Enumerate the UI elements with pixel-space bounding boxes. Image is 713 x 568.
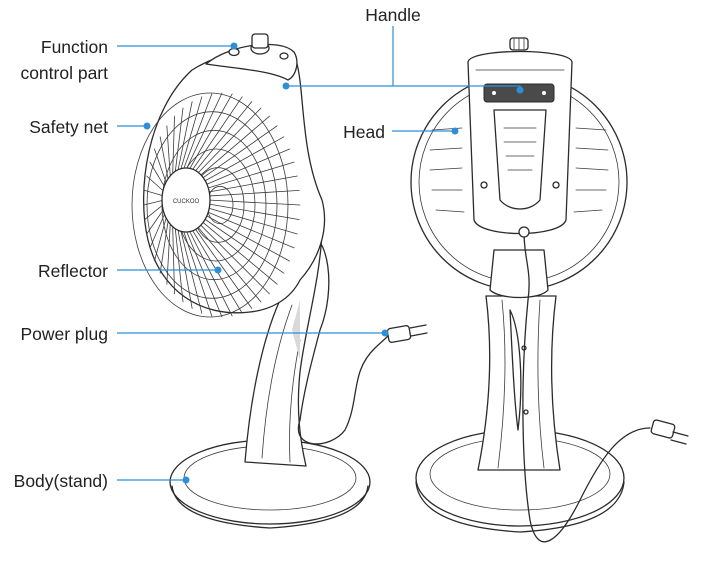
grill-spoke — [149, 161, 167, 189]
grill-spoke — [172, 223, 175, 295]
grill-spoke — [154, 148, 168, 186]
vent-slot — [429, 167, 463, 171]
grill-spoke — [177, 227, 193, 309]
grill-spoke — [188, 93, 233, 171]
grill-spoke — [203, 217, 285, 274]
power-plug-left — [386, 324, 428, 343]
label-safety-net: Safety net — [29, 117, 108, 137]
label-body-stand: Body(stand) — [14, 471, 108, 491]
callout-labels: Function control part Safety net Reflect… — [14, 5, 421, 491]
grill-spoke — [191, 96, 243, 172]
label-function-control-line1: Function — [41, 37, 108, 57]
vent-slot — [429, 147, 463, 151]
neck-mount — [489, 249, 549, 299]
grill-spoke — [207, 189, 300, 197]
grill-spoke — [201, 220, 278, 285]
grill-spoke — [196, 225, 262, 303]
top-knob-right — [509, 37, 529, 51]
head-vent-slots — [429, 127, 609, 213]
brand-logo: CUCKOO — [173, 199, 200, 205]
grill-spoke — [182, 93, 213, 171]
grill-spoke — [205, 161, 295, 189]
label-function-control-line2: control part — [20, 63, 108, 83]
grill-spoke — [194, 101, 253, 173]
grill-spoke — [204, 148, 290, 186]
grill-spoke — [146, 175, 166, 193]
body-column-right — [477, 295, 561, 471]
label-reflector: Reflector — [38, 261, 108, 281]
handle-panel — [467, 50, 573, 235]
vent-slot — [575, 167, 609, 171]
label-power-plug: Power plug — [20, 324, 108, 344]
grill-spoke — [182, 229, 213, 317]
grill-spoke — [159, 136, 169, 183]
grill-ring — [146, 111, 278, 299]
grill-spoke — [144, 203, 165, 221]
grill-spoke — [174, 107, 184, 175]
power-plug-right — [650, 419, 689, 445]
body-column-left — [244, 231, 323, 467]
grill-spoke — [198, 115, 270, 177]
grill-spoke — [144, 189, 165, 197]
grill-spoke — [166, 125, 171, 180]
stand-base-left — [169, 439, 371, 529]
grill-spoke — [204, 214, 290, 262]
grill-spoke — [154, 214, 168, 262]
grill-spoke — [159, 217, 169, 274]
grill-spoke — [201, 125, 278, 180]
grill-spoke — [185, 229, 223, 318]
vent-slot — [575, 127, 607, 131]
label-head: Head — [343, 122, 385, 142]
grill-spoke — [177, 101, 193, 173]
grill-spoke — [206, 175, 298, 193]
grill-spoke — [149, 211, 167, 249]
grill-spoke — [179, 96, 203, 172]
grill-spoke — [206, 207, 298, 235]
grill-spoke — [166, 220, 171, 285]
grill-spoke — [207, 203, 300, 221]
grill-spoke — [196, 107, 262, 175]
grill-spoke — [185, 92, 223, 171]
grill-spoke — [188, 229, 233, 317]
grill-spoke — [143, 199, 165, 206]
power-cord-right — [522, 231, 651, 543]
grill-spoke — [198, 223, 270, 295]
grill-hub: CUCKOO — [161, 167, 211, 233]
safety-net-grill — [131, 92, 301, 318]
label-handle: Handle — [365, 5, 420, 25]
grill-spoke — [203, 136, 285, 183]
grill-spoke — [146, 207, 166, 235]
grill-spoke — [205, 211, 295, 249]
heater-side-view: CUCKOO — [131, 33, 428, 529]
vent-slot — [575, 147, 609, 151]
vent-slot — [435, 209, 465, 213]
power-cord-left — [297, 335, 389, 445]
heater-back-view — [410, 37, 689, 543]
grill-spoke — [172, 115, 175, 177]
grill-spoke — [179, 228, 203, 314]
grill-ring — [131, 92, 289, 318]
control-knobs — [228, 33, 289, 60]
grill-spoke — [207, 199, 301, 206]
vent-slot — [573, 209, 603, 213]
grill-spoke — [174, 225, 184, 303]
grill-spoke — [194, 227, 253, 309]
leader-lines — [117, 26, 524, 484]
